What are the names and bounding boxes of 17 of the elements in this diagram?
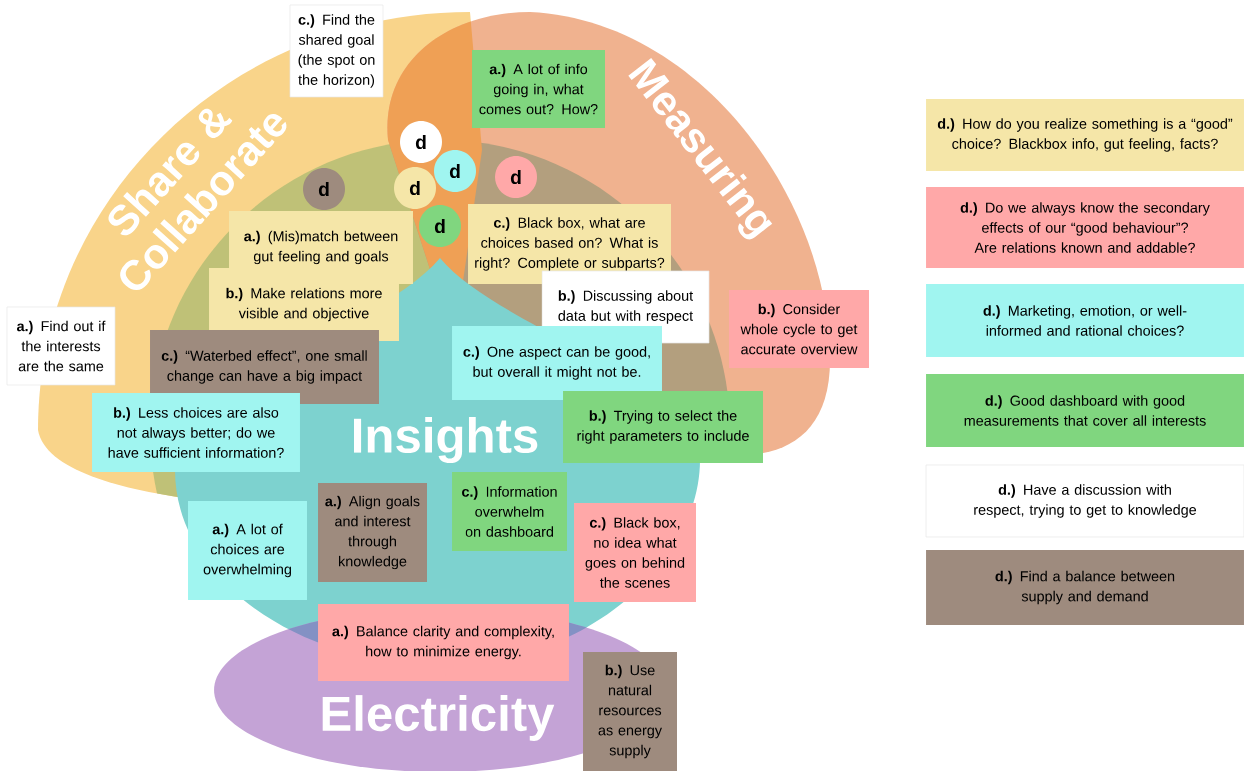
sticky-note: c.) One aspect can be good, but overall it might not be.: [452, 326, 662, 400]
sticky-note: d.) Good dashboard with good measurements that cover all interests: [926, 374, 1244, 447]
sticky-note: d.) Do we always know the secondary effects of our “good behaviour”? Are relations known and addable?: [926, 187, 1244, 268]
sticky-note: d.) Have a discussion with respect, trying to get to knowledge: [925, 464, 1244, 538]
sticky-note: b.) Consider whole cycle to get accurate overview: [729, 290, 869, 368]
sticky-note: a.) Align goals and interest through knowledge: [318, 483, 427, 582]
sticky-note: c.) Find the shared goal (the spot on the horizon): [289, 4, 384, 98]
sticky-note: b.) Less choices are also not always better; do we have sufficient information?: [92, 393, 300, 472]
sticky-note: d.) Marketing, emotion, or well-informed and rational choices?: [926, 284, 1244, 357]
sticky-note: a.) A lot of info going in, what comes out? How?: [472, 50, 605, 128]
sticky-note: d.) How do you realize something is a “good” choice? Blackbox info, gut feeling, facts?: [926, 99, 1244, 171]
sticky-note: b.) Use natural resources as energy supply: [583, 652, 677, 771]
sticky-note: a.) Find out if the interests are the same: [6, 306, 116, 386]
sticky-note: d.) Find a balance between supply and demand: [926, 550, 1244, 625]
sticky-note: c.) “Waterbed effect”, one small change can have a big impact: [150, 330, 379, 404]
sticky-note: b.) Trying to select the right parameters to include: [563, 391, 763, 463]
sticky-note: c.) Information overwhelm on dashboard: [452, 472, 567, 551]
